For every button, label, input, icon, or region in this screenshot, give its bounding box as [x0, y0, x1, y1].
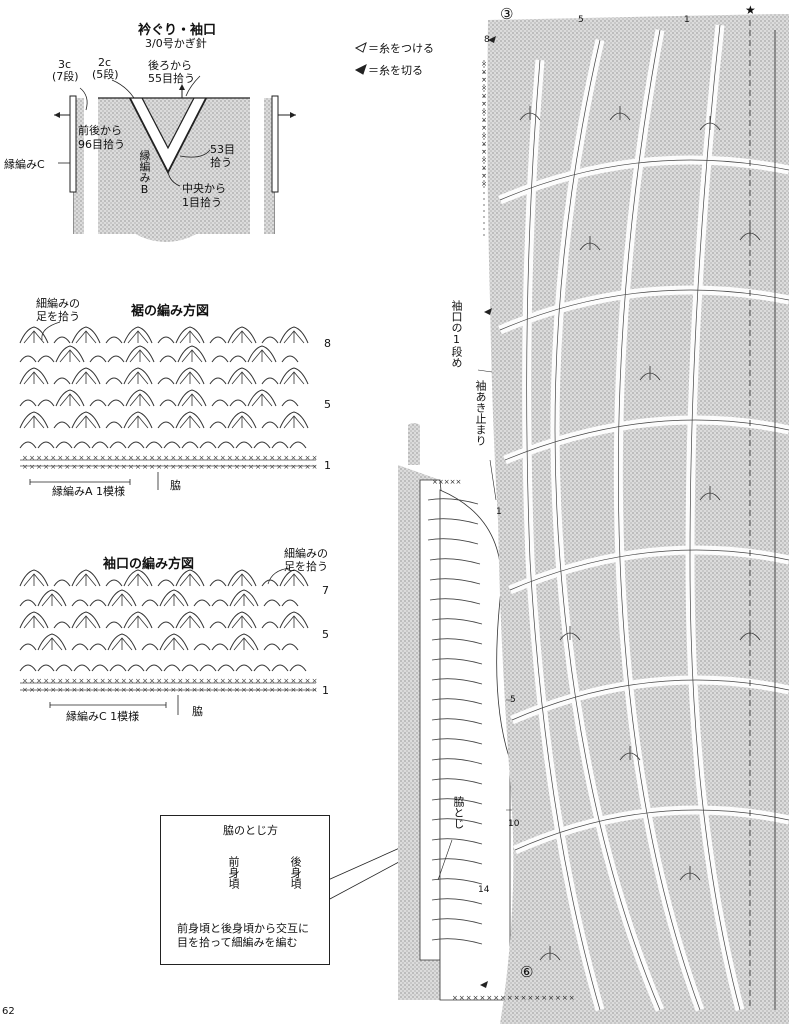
legend-symbols — [354, 42, 367, 75]
hem-side-label: 脇 — [170, 479, 181, 492]
svg-text:××××××××××××××××××××××××××××××: ××××××××××××××××××××××××××××××××××××××××… — [22, 463, 319, 471]
svg-text:××××××××××××××××××: ×××××××××××××××××× — [452, 994, 576, 1002]
mark-6: ⑥ — [520, 963, 534, 981]
label-front-count: 96目拾う — [78, 138, 125, 151]
label-from-back: 後ろから — [148, 59, 192, 72]
label-5rows: (5段) — [92, 68, 119, 81]
body-num-1: 1 — [496, 507, 502, 517]
svg-text:××××××××××××××××××××××××××××××: ××××××××××××××××××××××××××××××××××××××××… — [22, 677, 319, 685]
label-2c: 2c — [98, 56, 112, 69]
seam-note-box: 脇のとじ方 前身頃 後身頃 前身頃と後身頃から交互に 目を拾って細編みを編む — [160, 815, 330, 965]
seam-title: 脇のとじ方 — [223, 824, 278, 837]
hem-chart: ××××××××××××××××××××××××××××××××××××××××… — [19, 321, 319, 490]
side-seam-label: 脇とじ — [452, 796, 465, 829]
cuff-note-line1: 細編みの — [284, 547, 328, 560]
body-chart: ×××××××××××××××× ×××××××××××××××××× ××××… — [398, 14, 789, 1024]
hem-row-8: 8 — [324, 337, 331, 350]
hem-row-1: 1 — [324, 459, 331, 472]
seam-caption-line1: 前身頃と後身頃から交互に — [177, 922, 309, 935]
sleeve-opening-stop-label: 袖あき止まり — [474, 380, 487, 446]
svg-text:××××××××××××××××××××××××××××××: ××××××××××××××××××××××××××××××××××××××××… — [22, 454, 319, 462]
cuff-row-5: 5 — [322, 628, 329, 641]
body-num-5: 5 — [510, 695, 516, 705]
svg-text:××××××××××××××××××××××××××××××: ××××××××××××××××××××××××××××××××××××××××… — [22, 686, 319, 694]
svg-text:×××××: ××××× — [432, 478, 461, 486]
seam-front-label: 前身頃 — [227, 856, 240, 889]
hem-note-line1: 細編みの — [36, 297, 80, 310]
cuff-title: 袖口の編み方図 — [103, 557, 195, 572]
neckline-schematic — [54, 75, 296, 242]
hook-size: 3/0号かぎ針 — [145, 37, 207, 50]
label-from-center: 中央から — [182, 182, 226, 195]
label-edge-b: 縁編みB — [138, 150, 151, 196]
body-num-5-top: 5 — [578, 15, 584, 25]
label-from-front-back: 前後から — [78, 124, 122, 137]
cuff-row-7: 7 — [322, 584, 329, 597]
hem-title: 裾の編み方図 — [131, 304, 210, 319]
label-edge-c: 縁編みC — [4, 158, 45, 171]
seam-back-label: 後身頃 — [289, 856, 302, 889]
label-right-count: 53目 — [210, 143, 235, 156]
svg-text:××××××××××××××××: ×××××××××××××××× — [480, 60, 488, 188]
seam-caption-line2: 目を拾って細編みを編む — [177, 936, 298, 949]
legend-attach-yarn: ＝糸をつける — [368, 42, 434, 55]
cuff-repeat-label: 縁編みC 1模様 — [66, 710, 140, 723]
legend-cut-yarn: ＝糸を切る — [368, 64, 423, 77]
star-mark: ★ — [745, 3, 756, 17]
label-right-pick: 拾う — [210, 156, 232, 169]
cuff-row-1: 1 — [322, 684, 329, 697]
cuff-chart: ××××××××××××××××××××××××××××××××××××××××… — [19, 567, 319, 715]
page-number: 62 — [2, 1006, 15, 1017]
body-num-14: 14 — [478, 885, 490, 895]
cuff-note-line2: 足を拾う — [284, 560, 328, 573]
body-num-8: 8 — [484, 35, 490, 45]
label-3c: 3c — [58, 58, 72, 71]
hem-note-line2: 足を拾う — [36, 310, 80, 323]
hem-repeat-label: 縁編みA 1模様 — [52, 485, 126, 498]
label-7rows: (7段) — [52, 70, 79, 83]
body-num-1-top: 1 — [684, 15, 690, 25]
cuff-side-label: 脇 — [192, 705, 203, 718]
mark-3: ③ — [500, 5, 514, 23]
neckline-title: 衿ぐり・袖口 — [138, 23, 217, 38]
hem-row-5: 5 — [324, 398, 331, 411]
label-center-count: 1目拾う — [182, 196, 222, 209]
sleeve-first-row-label: 袖口の1段め — [450, 300, 463, 368]
body-num-10: 10 — [508, 819, 520, 829]
label-back-count: 55目拾う — [148, 72, 195, 85]
